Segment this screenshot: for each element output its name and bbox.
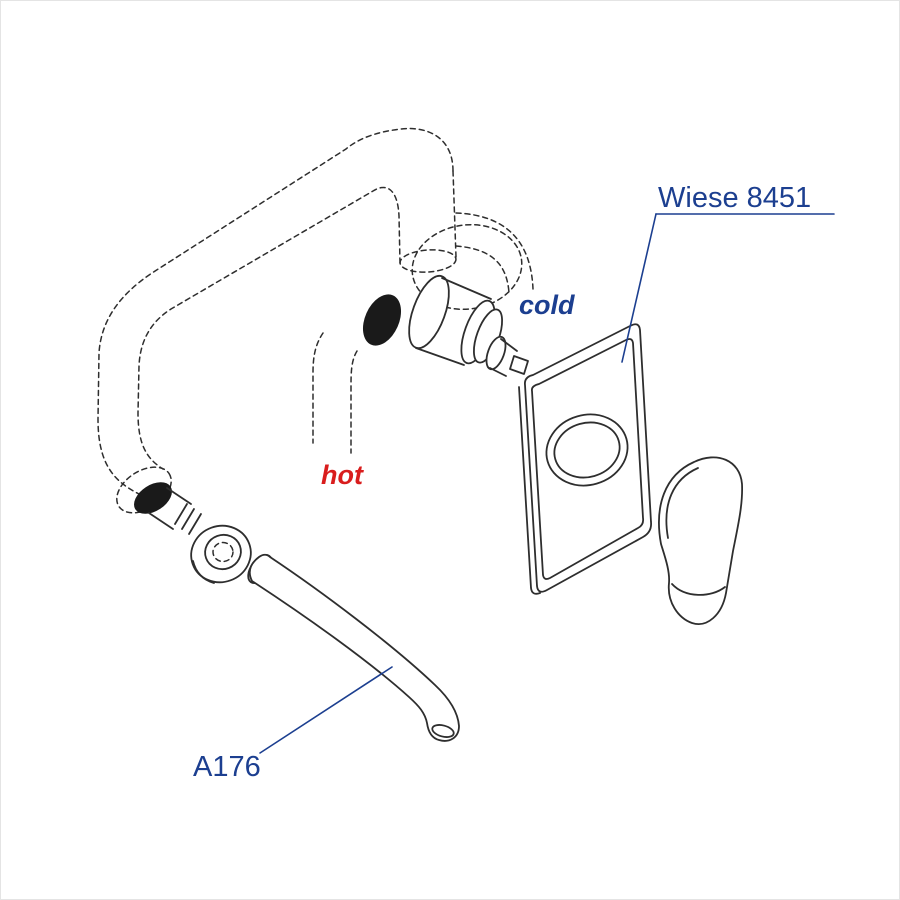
pipe-inner-contour	[137, 186, 401, 470]
nipple-thread-2	[181, 508, 195, 530]
valve-stem-top-edge	[500, 338, 518, 352]
spout-body	[248, 553, 460, 742]
wall-spout	[247, 553, 460, 742]
valve-body-top-edge	[441, 277, 492, 300]
plate-hole-inner	[553, 421, 621, 479]
valve-roughin-dashed-circle	[411, 223, 523, 311]
callout-leader-lines	[259, 213, 835, 754]
cold-water-label: cold	[519, 290, 575, 320]
nipple-top-edge	[166, 487, 192, 505]
in-wall-piping-dashed	[97, 127, 534, 514]
plate-label-leader	[621, 213, 657, 363]
mixer-valve-cartridge	[362, 274, 529, 377]
plate-outline-inner	[530, 338, 645, 580]
valve-stem-tip	[509, 355, 529, 375]
nipple-bottom-edge	[148, 512, 174, 530]
handle-outline	[658, 456, 744, 625]
valve-body-bottom-edge	[415, 347, 465, 366]
handle-contour-line	[665, 467, 699, 539]
flange-ring-outer	[190, 524, 252, 584]
flange-thickness	[192, 560, 215, 584]
hot-supply-dashed	[312, 332, 324, 444]
plate-outline-outer	[524, 323, 652, 593]
spout-tip-opening	[431, 724, 455, 738]
flange-ring-inner	[204, 533, 242, 571]
hot-supply-dashed-inner	[350, 350, 358, 454]
plate-part-label: Wiese 8451	[658, 182, 812, 214]
lever-handle	[658, 456, 744, 625]
spout-label-leader	[259, 666, 393, 754]
flange-bore-dashed	[212, 541, 234, 563]
cold-supply-dashed-inner	[455, 245, 510, 294]
wall-outlet-opening	[134, 482, 172, 514]
plate-hole-outer	[545, 413, 629, 487]
nipple-thread-3	[188, 513, 202, 535]
spout-part-label: A176	[193, 751, 261, 783]
plate-thickness-edge	[518, 386, 541, 595]
pipe-end-dashed-ellipse	[399, 249, 457, 273]
spout-wall-connection	[134, 482, 252, 584]
pipe-vertical-right-edge	[452, 170, 457, 258]
valve-body-left-face	[408, 274, 450, 350]
nipple-thread-1	[174, 503, 188, 525]
handle-base-line	[671, 583, 726, 596]
valve-stem-bottom-edge	[489, 367, 507, 377]
pipe-outer-contour	[97, 127, 454, 495]
hot-water-label: hot	[321, 460, 363, 490]
valve-inlet-opening	[362, 294, 402, 346]
escutcheon-plate	[518, 323, 652, 595]
